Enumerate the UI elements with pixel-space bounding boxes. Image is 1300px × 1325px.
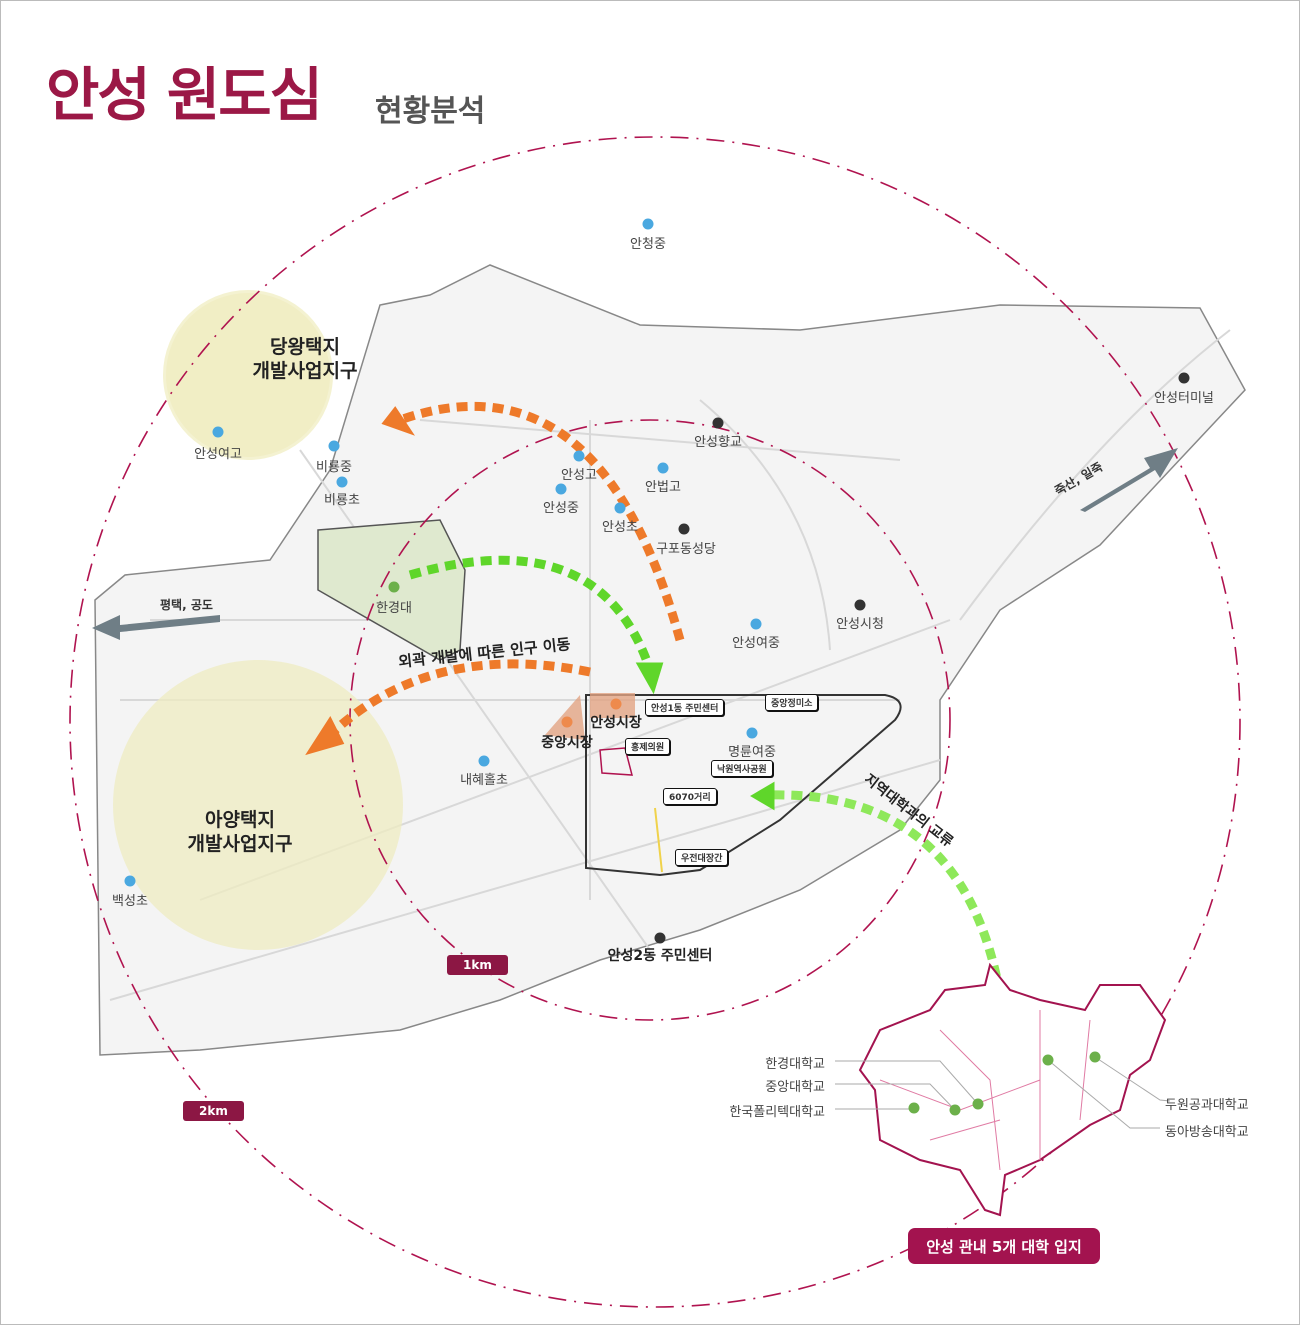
place-label: 안성2동 주민센터 — [607, 948, 713, 964]
arrow-east — [1080, 448, 1178, 512]
callout-label: 안성1동 주민센터 — [645, 699, 725, 716]
place-label: 안성향교 — [694, 435, 742, 450]
place-label: 안청중 — [630, 237, 666, 252]
school-marker — [124, 875, 136, 887]
arrow-west — [92, 615, 220, 640]
place-label: 한경대 — [376, 601, 412, 616]
university-label: 두원공과대학교 — [1165, 1098, 1249, 1113]
callout-label: 낙원역사공원 — [711, 760, 773, 777]
place-label: 비룡초 — [324, 493, 360, 508]
market-marker — [610, 698, 622, 710]
school-marker — [657, 462, 669, 474]
place-label: 안성터미널 — [1154, 391, 1214, 406]
university-marker — [908, 1102, 920, 1114]
facility-marker — [1178, 372, 1190, 384]
scale-1km-badge: 1km — [447, 955, 508, 975]
place-label: 안성여고 — [194, 447, 242, 462]
place-label: 안성시장 — [590, 715, 642, 731]
facility-marker — [654, 932, 666, 944]
school-marker — [750, 618, 762, 630]
place-label: 안성시청 — [836, 617, 884, 632]
scale-2km-badge: 2km — [183, 1101, 244, 1121]
old-town-boundary — [585, 694, 902, 877]
facility-marker — [854, 599, 866, 611]
school-marker — [642, 218, 654, 230]
arrow-west-label: 평택, 공도 — [160, 598, 213, 612]
place-label: 안성초 — [602, 520, 638, 535]
place-label: 안성중 — [543, 501, 579, 516]
place-label: 비룡중 — [316, 460, 352, 475]
place-label: 중앙시장 — [541, 735, 593, 751]
callout-label: 우전대장간 — [675, 849, 729, 866]
universities-badge: 안성 관내 5개 대학 입지 — [908, 1228, 1100, 1264]
orange-arrow-dangwang — [398, 401, 685, 642]
callout-label: 홍제의원 — [625, 738, 671, 755]
place-label: 안법고 — [645, 480, 681, 495]
school-marker — [478, 755, 490, 767]
facility-marker — [712, 417, 724, 429]
place-label: 안성고 — [561, 468, 597, 483]
school-marker — [212, 426, 224, 438]
school-marker — [336, 476, 348, 488]
ayang-zone — [113, 660, 403, 950]
university-marker — [949, 1104, 961, 1116]
place-label: 구포동성당 — [656, 542, 716, 557]
green-arrow-hankyong — [408, 555, 655, 672]
page-title: 안성 원도심 — [46, 61, 323, 129]
school-marker — [328, 440, 340, 452]
university-label: 한경대학교 — [765, 1057, 825, 1072]
callout-label: 중앙정미소 — [765, 694, 819, 711]
university-marker — [388, 581, 400, 593]
facility-marker — [678, 523, 690, 535]
university-label: 한국폴리텍대학교 — [729, 1105, 825, 1120]
university-label: 동아방송대학교 — [1165, 1125, 1249, 1140]
place-label: 안성여중 — [732, 636, 780, 651]
school-marker — [573, 450, 585, 462]
school-marker — [555, 483, 567, 495]
school-marker — [614, 502, 626, 514]
place-label: 내혜홀초 — [460, 773, 508, 788]
school-marker — [746, 727, 758, 739]
callout-label: 6070거리 — [663, 788, 717, 805]
university-marker — [1089, 1051, 1101, 1063]
page-subtitle: 현황분석 — [375, 94, 486, 129]
uni-leader-lines — [835, 1056, 1171, 1129]
university-marker — [972, 1098, 984, 1110]
place-label: 명륜여중 — [728, 745, 776, 760]
university-marker — [1042, 1054, 1054, 1066]
orange-arrow-ayang — [326, 659, 591, 739]
university-label: 중앙대학교 — [765, 1080, 825, 1095]
place-label: 백성초 — [112, 894, 148, 909]
market-marker — [561, 716, 573, 728]
radius-2km — [69, 136, 1241, 1308]
